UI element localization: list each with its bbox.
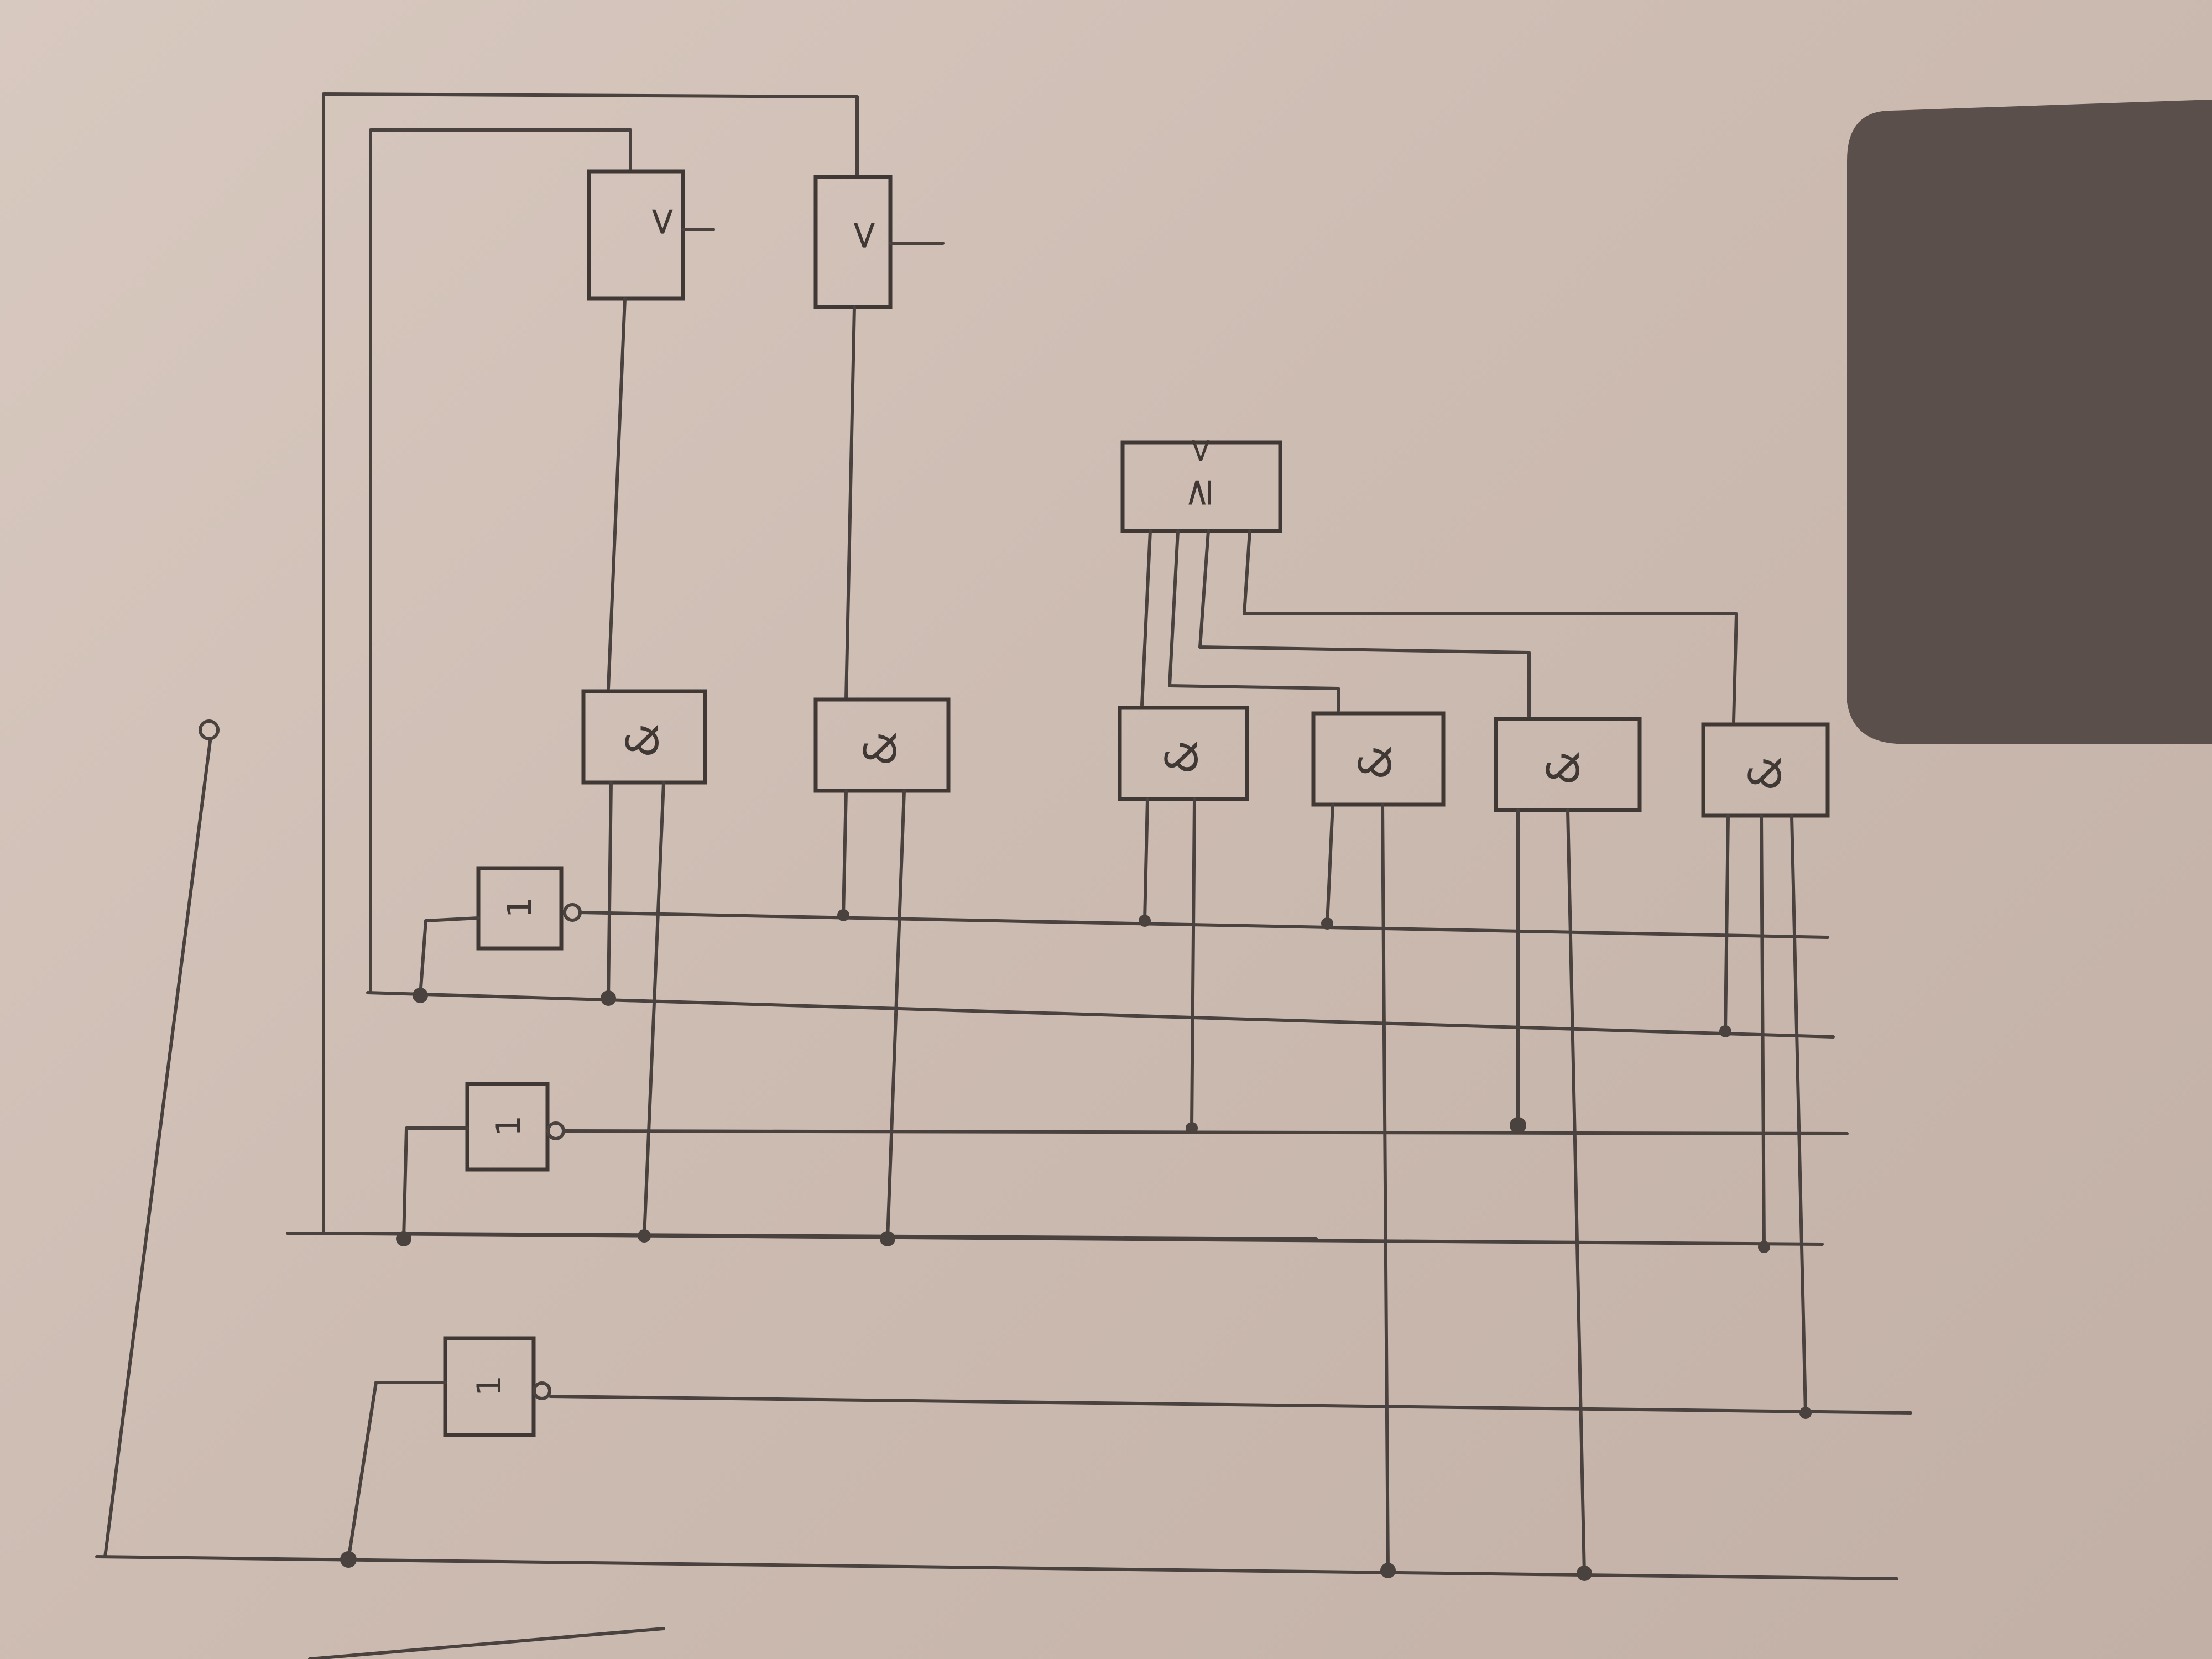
line-clock-input [95,1555,1898,1580]
and3-in-a [1143,797,1149,922]
and4-in-b [1381,803,1390,1572]
and3-in-b [1190,797,1196,1130]
comparator-box: < ≥ [1120,437,1282,533]
line-input-a [366,991,1835,1039]
not1-input-wire [419,916,480,997]
line-not3-output [549,1395,1912,1415]
and-gate-2-symbol: & [855,732,906,766]
not-gate-3-symbol: 1 [470,1375,509,1396]
junction-dots [340,909,1812,1581]
and5-in-b [1566,808,1586,1575]
and1-in-a [607,781,613,1000]
comparator-symbol-bottom: ≥ [1175,476,1220,509]
feedback-wire-outer [322,92,1318,1240]
comparator-in-1 [1140,529,1152,707]
and-gate-6-symbol: & [1740,757,1791,791]
and1-in-b [643,781,665,1238]
not-gate-2: 1 [465,1082,565,1172]
comparator-in-3 [1198,529,1531,718]
shadow-object [1847,100,2212,744]
and2-in-a [842,789,848,917]
and-gate-4-symbol: & [1350,745,1401,780]
not-gate-2-symbol: 1 [489,1115,528,1136]
and-gate-6: & [1701,722,1830,818]
and-gate-5-symbol: & [1538,751,1589,785]
line-not1-output [579,911,1829,939]
comparator-symbol-top: < [1181,437,1219,465]
and2-in-b [886,789,906,1240]
and-gate-5: & [1494,717,1642,812]
input-terminal [199,719,220,740]
flipflop-2: < [813,175,945,309]
and4-in-a [1326,803,1334,925]
flipflop-1-symbol: < [639,205,684,238]
not-gate-1: 1 [476,866,582,951]
comparator-in-4 [1243,529,1738,723]
feedback-wire-inner [369,128,632,992]
bottom-edge-mark [308,1627,665,1659]
flipflop-2-symbol: < [841,219,886,252]
and6-in-a [1724,814,1730,1033]
and6-in-c [1790,814,1807,1415]
and-gate-3-symbol: & [1156,740,1208,774]
input-terminal-wire [103,739,212,1558]
comparator-in-2 [1168,529,1340,712]
not3-input-wire [347,1381,447,1561]
and-gate-2: & [813,697,951,793]
not-gate-1-symbol: 1 [500,897,539,918]
and6-in-b [1760,814,1766,1249]
ff1-output-wire [607,297,627,690]
flipflop-1: < [587,169,715,301]
not-gate-3: 1 [443,1336,551,1437]
and-gate-3: & [1118,706,1249,801]
line-input-b [286,1232,1824,1246]
line-not2-output [562,1129,1849,1135]
ff2-output-wire [844,305,856,701]
and-gate-1: & [581,689,707,785]
and-gate-1-symbol: & [617,723,669,758]
not2-input-wire [402,1126,469,1240]
and-gate-4: & [1311,711,1446,807]
